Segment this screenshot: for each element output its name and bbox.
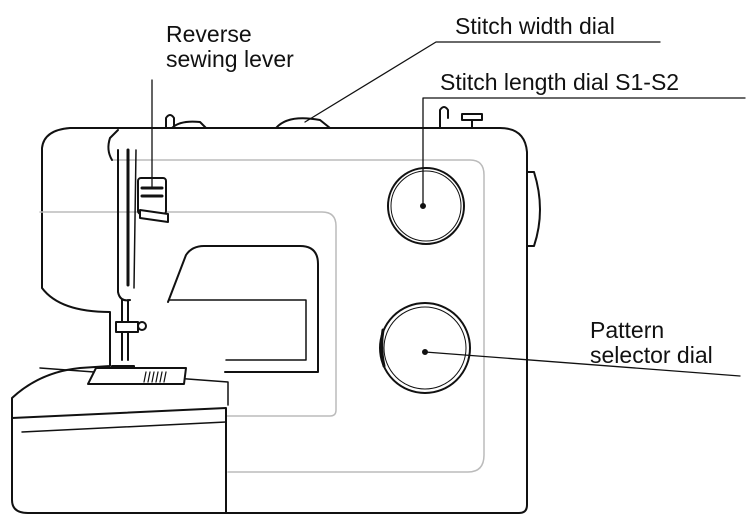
handwheel <box>526 171 541 247</box>
arm-opening-inner <box>169 299 307 361</box>
needle-clamp <box>115 321 139 333</box>
machine-body-outline <box>11 127 528 514</box>
free-arm-base <box>11 407 227 514</box>
left-knob-top <box>171 120 207 129</box>
pattern-dial-inner <box>383 306 467 390</box>
arm-guide-line <box>111 159 485 473</box>
stitch-width-label: Stitch width dial <box>455 13 615 39</box>
pattern-dial-outer <box>379 302 471 394</box>
head-guide-line <box>39 211 337 417</box>
pattern-dial-label-line2: selector dial <box>590 342 713 368</box>
needle-plate <box>87 367 187 385</box>
feed-dog-marks <box>143 371 167 383</box>
pattern-dial-label-line1: Pattern <box>590 317 665 343</box>
reverse-lever-label-line1: Reverse <box>166 21 252 47</box>
leader-pattern <box>424 351 741 377</box>
head-face-plate <box>107 129 119 161</box>
leader-dot-length <box>420 203 426 209</box>
arm-opening <box>167 245 319 373</box>
stitch-length-label: Stitch length dial S1-S2 <box>440 69 680 95</box>
reverse-lever-bar <box>139 209 169 223</box>
leader-stitch-length <box>422 97 746 207</box>
pattern-dial-grip <box>380 328 386 368</box>
stitch-length-dial-outer <box>387 167 465 245</box>
leader-dot-pattern <box>422 349 428 355</box>
leader-stitch-width <box>304 41 661 123</box>
reverse-lever-label-line2: sewing lever <box>166 46 294 72</box>
spool-pin-left <box>165 114 175 129</box>
spool-holder-right <box>439 106 483 129</box>
thread-guide-rail-2 <box>133 149 137 289</box>
stitch-length-dial-inner <box>390 170 462 242</box>
needle-clamp-screw <box>137 321 147 331</box>
free-arm-edge <box>21 421 227 433</box>
stitch-width-knob-top <box>275 117 331 129</box>
